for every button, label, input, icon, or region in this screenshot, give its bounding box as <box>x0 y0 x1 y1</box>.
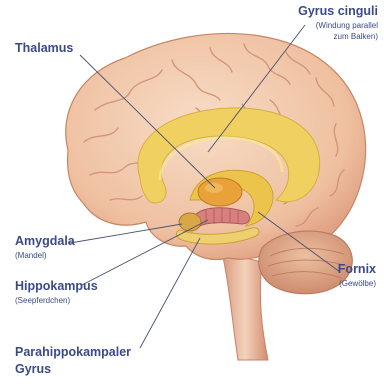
label-amygdala: Amygdala <box>15 234 75 248</box>
label-gyrus-cinguli-sub2: zum Balken) <box>334 32 378 41</box>
amygdala-shape <box>179 213 201 231</box>
thalamus-shape <box>198 178 242 206</box>
label-amygdala-sub: (Mandel) <box>15 251 47 260</box>
label-hippokampus: Hippokampus <box>15 279 98 293</box>
label-fornix: Fornix <box>338 262 376 276</box>
label-thalamus: Thalamus <box>15 41 73 55</box>
label-parahippokampaler: Parahippokampaler <box>15 345 131 359</box>
cerebrum <box>66 33 366 259</box>
label-parahippokampaler-gyrus: Gyrus <box>15 362 51 376</box>
label-hippokampus-sub: (Seepferdchen) <box>15 296 70 305</box>
label-gyrus-cinguli: Gyrus cinguli <box>298 4 378 18</box>
label-gyrus-cinguli-sub1: (Windung parallel <box>316 21 378 30</box>
label-fornix-sub: (Gewölbe) <box>339 279 376 288</box>
